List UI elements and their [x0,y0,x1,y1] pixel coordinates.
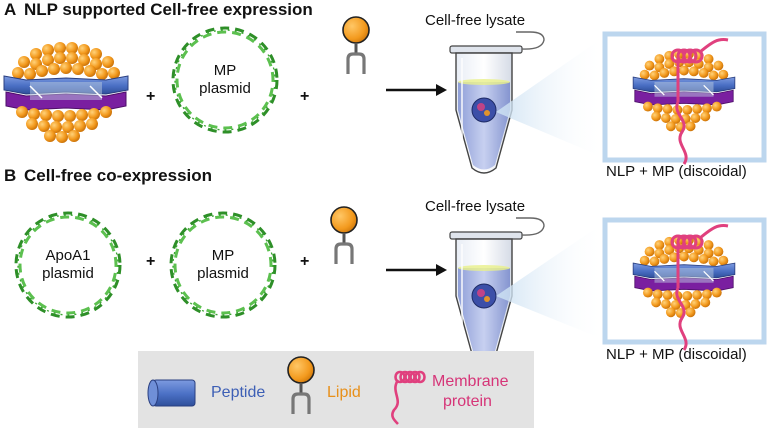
lipid-a [341,15,371,76]
mp-plasmid-b-line2: plasmid [197,265,249,282]
mp-plasmid-a-line1: MP [213,62,237,79]
peptide-legend-icon [147,379,196,407]
plus-b2: + [300,253,310,270]
plus-a2: + [300,88,310,105]
legend-membrane-label-line2: protein [443,393,492,410]
section-a-title: NLP supported Cell-free expression [24,0,313,19]
legend-membrane-label-line1: Membrane [432,373,509,390]
mp-plasmid-b-line1: MP [211,247,235,264]
nlp-disc-a [3,41,129,144]
plus-b1: + [146,253,156,270]
zoom-beam-b [496,222,605,340]
section-a-letter: A [4,0,17,19]
membrane-protein-legend-icon [391,370,426,425]
arrow-a [386,84,447,96]
apoa1-plasmid-line1: ApoA1 [45,247,91,264]
legend-peptide-label: Peptide [211,384,266,401]
mp-plasmid-a-line2: plasmid [199,80,251,97]
zoom-beam-a [496,36,605,158]
legend-lipid-label: Lipid [327,384,361,401]
product-label-a: NLP + MP (discoidal) [606,163,747,180]
apoa1-plasmid-line2: plasmid [42,265,94,282]
section-b-title: Cell-free co-expression [24,166,213,185]
plus-a1: + [146,88,156,105]
product-label-b: NLP + MP (discoidal) [606,346,747,363]
lysate-label-a: Cell-free lysate [425,12,526,29]
lysate-label-b: Cell-free lysate [425,198,526,215]
legend-box [138,351,534,428]
arrow-b [386,264,447,276]
section-b-letter: B [4,166,17,185]
lipid-b [329,205,359,266]
